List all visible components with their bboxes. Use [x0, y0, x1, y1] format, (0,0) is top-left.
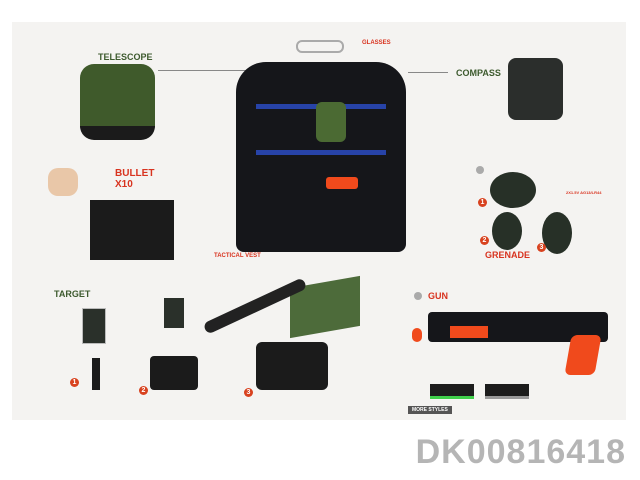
more-styles-gun-gray	[485, 384, 529, 399]
target-2-image	[164, 298, 184, 328]
target-label: TARGET	[54, 289, 91, 299]
step-number: 3	[537, 243, 546, 252]
product-code: DK00816418	[415, 433, 626, 471]
target-3-base	[256, 342, 328, 390]
target-2-base	[150, 356, 198, 390]
leader-line	[158, 70, 258, 71]
wrist-image	[48, 168, 78, 196]
leader-dot	[414, 292, 422, 300]
telescope-image	[80, 64, 155, 140]
step-number: 3	[244, 388, 253, 397]
dart-tip-image	[412, 328, 422, 342]
bullet-label: BULLET X10	[115, 168, 155, 190]
leader-line	[408, 72, 448, 73]
battery-label: 2X1.5V AG13/LR44	[566, 190, 602, 195]
target-1-image	[82, 308, 106, 344]
tactical-vest-label: TACTICAL VEST	[214, 253, 261, 259]
target-1-stand	[92, 358, 100, 390]
step-number: 1	[70, 378, 79, 387]
step-number: 2	[139, 386, 148, 395]
step-number: 2	[480, 236, 489, 245]
compass-image	[508, 58, 563, 120]
more-styles-gun-green	[430, 384, 474, 399]
grenade-label: GRENADE	[485, 250, 531, 260]
leader-dot	[476, 166, 484, 174]
compass-label: COMPASS	[456, 68, 501, 78]
bullet-pouch-image	[90, 200, 174, 260]
tactical-vest-image	[236, 62, 406, 252]
grenade-3-image	[542, 212, 572, 254]
grenade-1-image	[490, 172, 536, 208]
more-styles-badge: MORE STYLES	[408, 406, 452, 414]
telescope-label: TELESCOPE	[98, 52, 153, 62]
gun-label: GUN	[428, 291, 448, 301]
step-number: 1	[478, 198, 487, 207]
grenade-2-image	[492, 212, 522, 250]
glasses-label: GLASSES	[362, 40, 391, 46]
glasses-image	[296, 40, 344, 53]
